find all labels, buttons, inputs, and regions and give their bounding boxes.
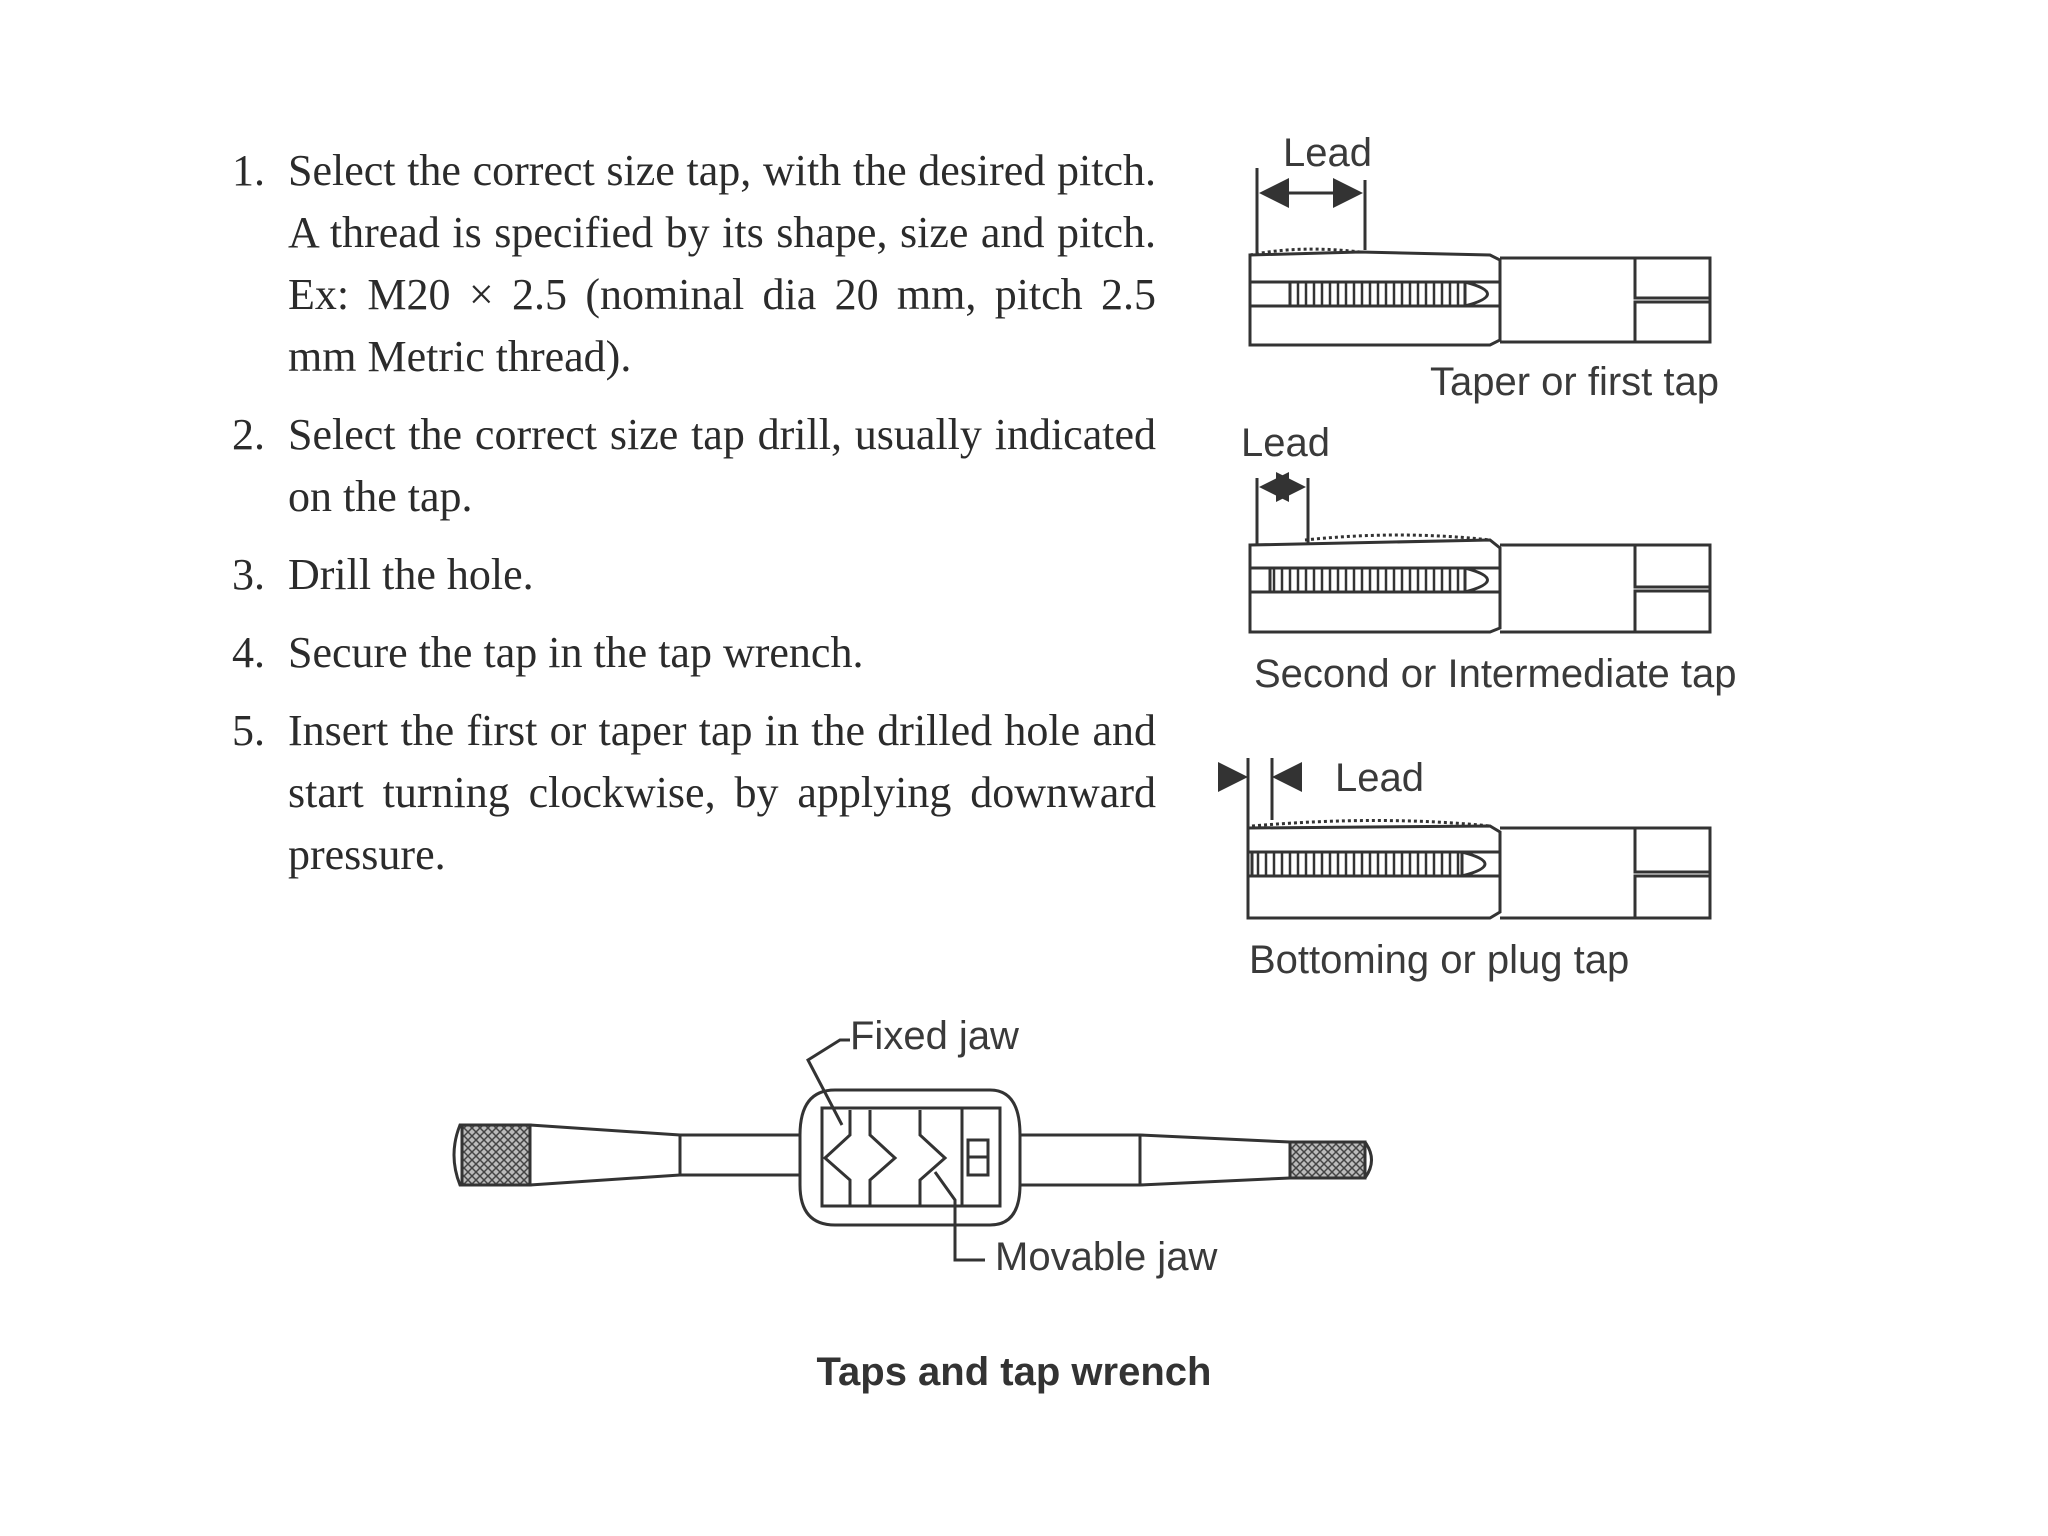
step-text: Select the correct size tap, with the de…: [288, 146, 1156, 381]
step-number: 1.: [232, 146, 265, 195]
step-number: 5.: [232, 706, 265, 755]
step-number: 4.: [232, 628, 265, 677]
step-2: 2. Select the correct size tap drill, us…: [226, 404, 1156, 528]
step-5: 5. Insert the first or taper tap in the …: [226, 700, 1156, 886]
taper-tap-label: Taper or first tap: [1430, 360, 1720, 404]
figure-caption-text: Taps and tap wrench: [816, 1350, 1212, 1394]
movable-jaw-label: Movable jaw: [995, 1235, 1218, 1279]
instruction-list: 1. Select the correct size tap, with the…: [226, 140, 1156, 886]
step-number: 2.: [232, 410, 265, 459]
lead-label: Lead: [1335, 756, 1424, 800]
second-tap-label: Second or Intermediate tap: [1254, 652, 1737, 696]
taper-tap-drawing: [1248, 168, 1712, 347]
second-tap-drawing: [1248, 472, 1712, 634]
lead-label: Lead: [1283, 131, 1372, 175]
step-1: 1. Select the correct size tap, with the…: [226, 140, 1156, 388]
step-text: Select the correct size tap drill, usual…: [288, 410, 1156, 521]
tap-wrench-drawing: [452, 1038, 1373, 1262]
step-4: 4. Secure the tap in the tap wrench.: [226, 622, 1156, 684]
bottoming-tap-drawing: [1218, 758, 1712, 920]
step-3: 3. Drill the hole.: [226, 544, 1156, 606]
fixed-jaw-label: Fixed jaw: [850, 1014, 1019, 1058]
step-number: 3.: [232, 550, 265, 599]
figure-caption: Taps and tap wrench: [0, 1350, 2048, 1395]
step-text: Drill the hole.: [288, 550, 534, 599]
bottoming-tap-label: Bottoming or plug tap: [1249, 938, 1630, 982]
step-text: Secure the tap in the tap wrench.: [288, 628, 864, 677]
step-text: Insert the first or taper tap in the dri…: [288, 706, 1156, 879]
lead-label: Lead: [1241, 421, 1330, 465]
